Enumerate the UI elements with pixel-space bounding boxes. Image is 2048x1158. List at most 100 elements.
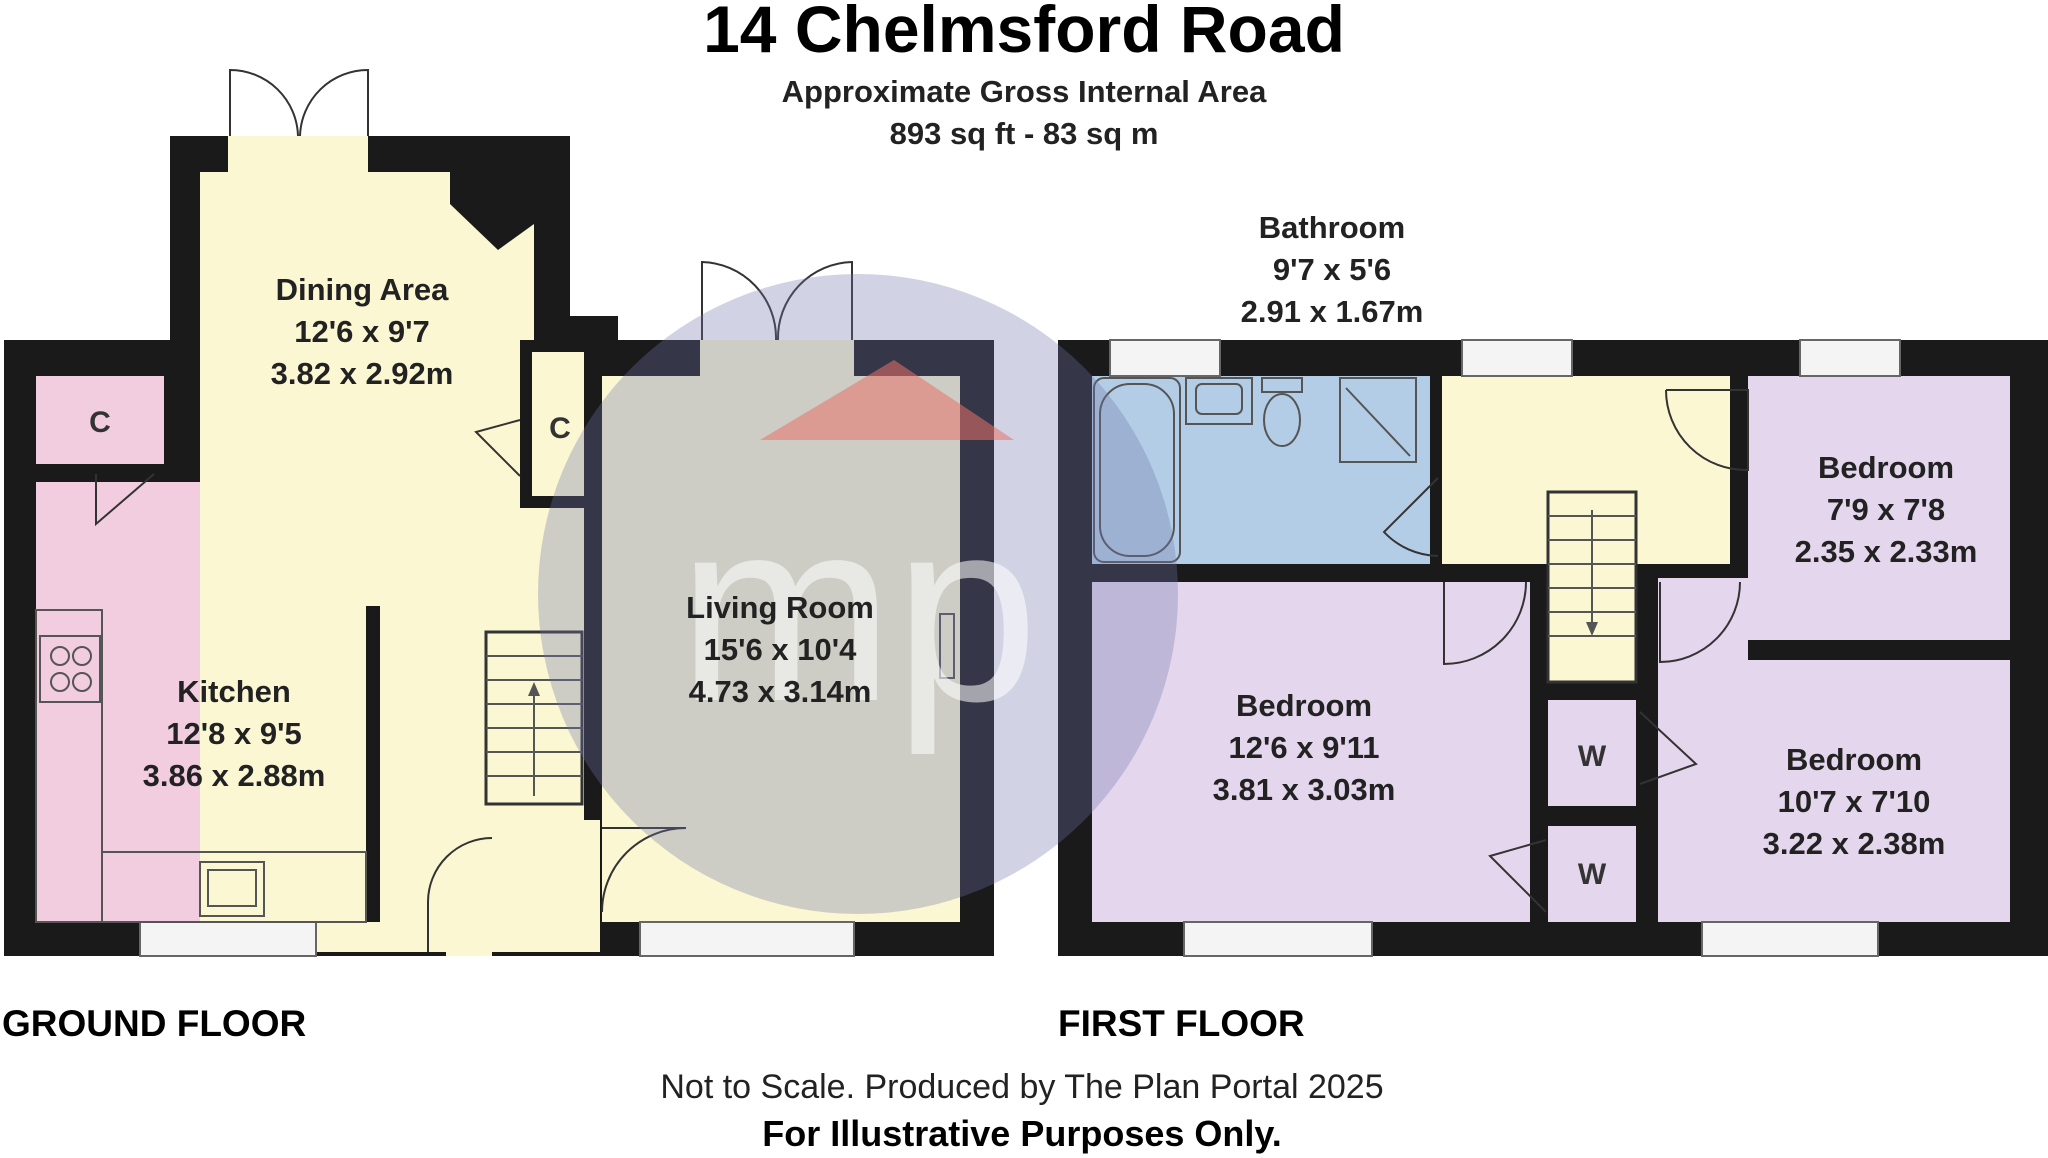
bedroom-3-floor-upper [1748,660,2010,922]
living-door [601,827,687,913]
dining-door-opening [228,136,368,172]
living-window [639,921,855,957]
hall-cupboard-label: C [549,412,571,445]
hall-living-wall [584,376,602,820]
kitchen-imperial: 12'8 x 9'5 [166,716,301,751]
bedroom-3-window [1701,921,1879,957]
dining-french-door-right [299,68,369,137]
first-floor-plan [1058,339,2048,957]
hall-cupboard-side [520,340,532,508]
shower-screen [1345,387,1411,457]
bedroom-1-name: Bedroom [1236,688,1372,723]
fireplace [939,613,955,679]
living-french-door-right [776,260,853,341]
wc-bowl [1263,393,1301,447]
bathroom-imperial: 9'7 x 5'6 [1273,252,1391,287]
bathroom-bedroom-wall [1092,564,1442,582]
bedroom-3-name: Bedroom [1786,742,1922,777]
front-door-opening [446,922,492,956]
living-metric: 4.73 x 3.14m [689,674,872,709]
stair-arrow [528,682,540,696]
bedroom-2-door [1665,389,1749,472]
logo-circle [538,274,1178,914]
bedroom-1-floor [1092,582,1530,922]
bathroom-floor [1092,376,1438,564]
hall-cupboard-wall [520,340,584,352]
bedroom-3-metric: 3.22 x 2.38m [1763,826,1946,861]
stairs-wardrobe-wall [1548,682,1636,700]
footer-note: Not to Scale. Produced by The Plan Porta… [660,1068,1383,1106]
first-stair-arrow [1586,622,1598,636]
wardrobe-2-label: W [1578,858,1607,891]
first-floor-label: FIRST FLOOR [1058,1003,1305,1044]
area-value: 893 sq ft - 83 sq m [890,116,1159,151]
bedroom-3-door [1659,581,1741,664]
dining-name: Dining Area [276,272,450,307]
bedroom-2-imperial: 7'9 x 7'8 [1827,492,1945,527]
hob-ring [72,646,92,666]
chimney-breast [450,152,534,250]
kitchen-cupboard-wall-bottom [36,464,96,474]
bathroom-door [1382,477,1439,557]
watermark-logo: mp [538,274,1178,914]
bedroom-1-metric: 3.81 x 3.03m [1213,772,1396,807]
ground-floor-label: GROUND FLOOR [2,1003,306,1044]
dining-imperial: 12'6 x 9'7 [294,314,429,349]
bedroom-1-east-wall [1530,564,1548,922]
bath-inner [1099,383,1175,557]
basin-bowl [1195,383,1243,415]
kitchen-name: Kitchen [177,674,291,709]
hall-cupboard-door [474,419,521,477]
bath [1093,377,1181,563]
area-label: Approximate Gross Internal Area [782,74,1267,109]
bedroom-1-door [1443,581,1527,666]
sink-bowl [207,869,257,907]
kitchen-cupboard-label: C [89,406,111,439]
living-imperial: 15'6 x 10'4 [704,632,857,667]
kitchen-cupboard-wall [164,376,174,482]
ground-floor-plan [4,68,994,957]
kitchen-worktop-left [35,609,103,923]
bathroom-window [1109,339,1221,377]
bedroom-1-imperial: 12'6 x 9'11 [1229,730,1380,765]
landing-window [1461,339,1573,377]
kitchen-cupboard-floor [36,376,164,464]
basin [1185,377,1253,425]
property-title: 14 Chelmsford Road [703,0,1345,66]
bedroom-3-imperial: 10'7 x 7'10 [1778,784,1931,819]
bedroom-2-metric: 2.35 x 2.33m [1795,534,1978,569]
living-name: Living Room [686,590,874,625]
front-door [427,837,493,952]
dining-french-door-left [229,68,299,137]
footer-disclaimer: For Illustrative Purposes Only. [762,1113,1281,1154]
kitchen-window [139,921,317,957]
shower-tray [1339,377,1417,463]
living-french-door-left [701,260,778,341]
bathroom-name: Bathroom [1259,210,1405,245]
wardrobe-divider [1548,806,1636,826]
bathroom-metric: 2.91 x 1.67m [1241,294,1424,329]
wardrobe-1-floor [1548,700,1636,806]
wardrobe-2-door [1488,839,1547,913]
wc-cistern [1261,377,1303,393]
hob-ring [50,672,70,692]
bedroom-2-window [1799,339,1901,377]
bedroom-1-window [1183,921,1373,957]
kitchen-sink [199,861,265,917]
hob [39,635,101,703]
wardrobe-2-floor [1548,826,1636,922]
bedroom-2-name: Bedroom [1818,450,1954,485]
kitchen-cupboard-door [95,473,155,527]
kitchen-metric: 3.86 x 2.88m [143,758,326,793]
kitchen-dining-wall [366,606,380,922]
landing-bedroom-3-wall [1658,564,1748,578]
dining-metric: 3.82 x 2.92m [271,356,454,391]
entrance-floor [492,820,600,952]
hall-cupboard-wall-bottom [520,496,584,508]
landing-bedroom-1-wall [1442,564,1472,582]
wardrobe-east-wall [1636,564,1658,922]
logo-text: mp [677,466,1038,757]
kitchen-worktop-bottom [101,851,367,923]
bedroom-2-3-wall [1748,640,2010,660]
